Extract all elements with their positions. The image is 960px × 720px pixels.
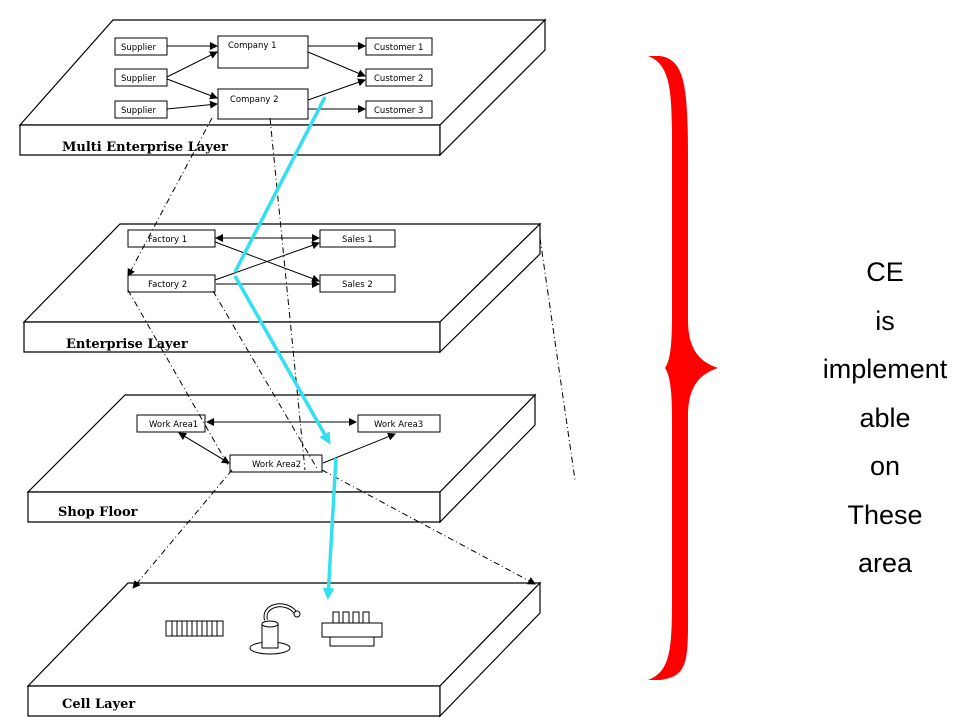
shop-floor-layer: Shop Floor Work Area1 Work Area2 Work Ar… — [26, 393, 537, 524]
customer-3-label: Customer 3 — [374, 106, 423, 116]
customer-1-label: Customer 1 — [374, 43, 423, 53]
conveyor-icon — [165, 620, 224, 637]
supplier-label: Supplier — [121, 74, 157, 84]
cell-layer: Cell Layer — [26, 581, 542, 718]
red-brace — [648, 56, 718, 680]
ce-annotation-line: These — [847, 499, 923, 530]
flow-arrow — [166, 78, 218, 100]
ce-annotation: CE is implement able on These area — [790, 248, 960, 588]
shop-floor-layer-label: Shop Floor — [58, 505, 138, 520]
work-area-2-box — [229, 454, 323, 473]
factory-2-box — [127, 274, 216, 293]
company-2-label: Company 2 — [230, 95, 279, 105]
supplier-box — [114, 68, 168, 87]
projection-lines — [127, 117, 576, 589]
machine-icon — [321, 611, 383, 647]
ce-annotation-line: area — [857, 548, 913, 578]
sales-2-label: Sales 2 — [342, 280, 373, 290]
work-area-3-box — [357, 414, 441, 433]
work-area-1-box — [136, 414, 206, 433]
customer-2-box — [365, 68, 433, 87]
supplier-label: Supplier — [121, 106, 157, 116]
supplier-box — [114, 100, 168, 119]
enterprise-layer: Enterprise Layer Factory 1 Factory 2 Sal… — [22, 222, 542, 354]
multi-enterprise-layer-label: Multi Enterprise Layer — [62, 140, 228, 155]
ce-annotation-line: on — [869, 451, 901, 481]
work-area-1-label: Work Area1 — [149, 420, 198, 430]
factory-2-label: Factory 2 — [148, 280, 187, 290]
enterprise-layer-label: Enterprise Layer — [66, 337, 188, 352]
ce-annotation-line: CE — [866, 257, 904, 287]
work-area-3-label: Work Area3 — [374, 420, 423, 430]
flow-arrow — [166, 51, 218, 78]
work-area-2-label: Work Area2 — [252, 460, 301, 470]
customer-1-box — [365, 37, 433, 56]
customer-2-label: Customer 2 — [374, 74, 423, 84]
company-1-label: Company 1 — [228, 41, 277, 51]
factory-1-label: Factory 1 — [148, 235, 187, 245]
flow-arrow — [166, 100, 218, 110]
multi-enterprise-layer: Multi Enterprise Layer Supplier Supplier… — [18, 18, 547, 157]
ce-annotation-line: able — [859, 402, 911, 433]
flow-arrow — [178, 432, 230, 464]
cell-layer-label: Cell Layer — [62, 697, 135, 712]
flow-arrow — [214, 241, 320, 281]
ce-annotation-line: implement — [822, 354, 948, 384]
ce-flow-arrow — [233, 96, 338, 600]
sales-1-label: Sales 1 — [342, 235, 373, 245]
sales-1-box — [319, 229, 396, 248]
customer-3-box — [365, 100, 433, 119]
company-2-box — [217, 88, 309, 120]
robot-arm-icon — [249, 603, 301, 655]
sales-2-box — [319, 274, 396, 293]
flow-arrow — [307, 51, 366, 77]
company-1-box — [217, 35, 309, 69]
flow-arrow — [307, 78, 366, 101]
ce-annotation-line: is — [875, 305, 895, 336]
supplier-label: Supplier — [121, 43, 157, 53]
